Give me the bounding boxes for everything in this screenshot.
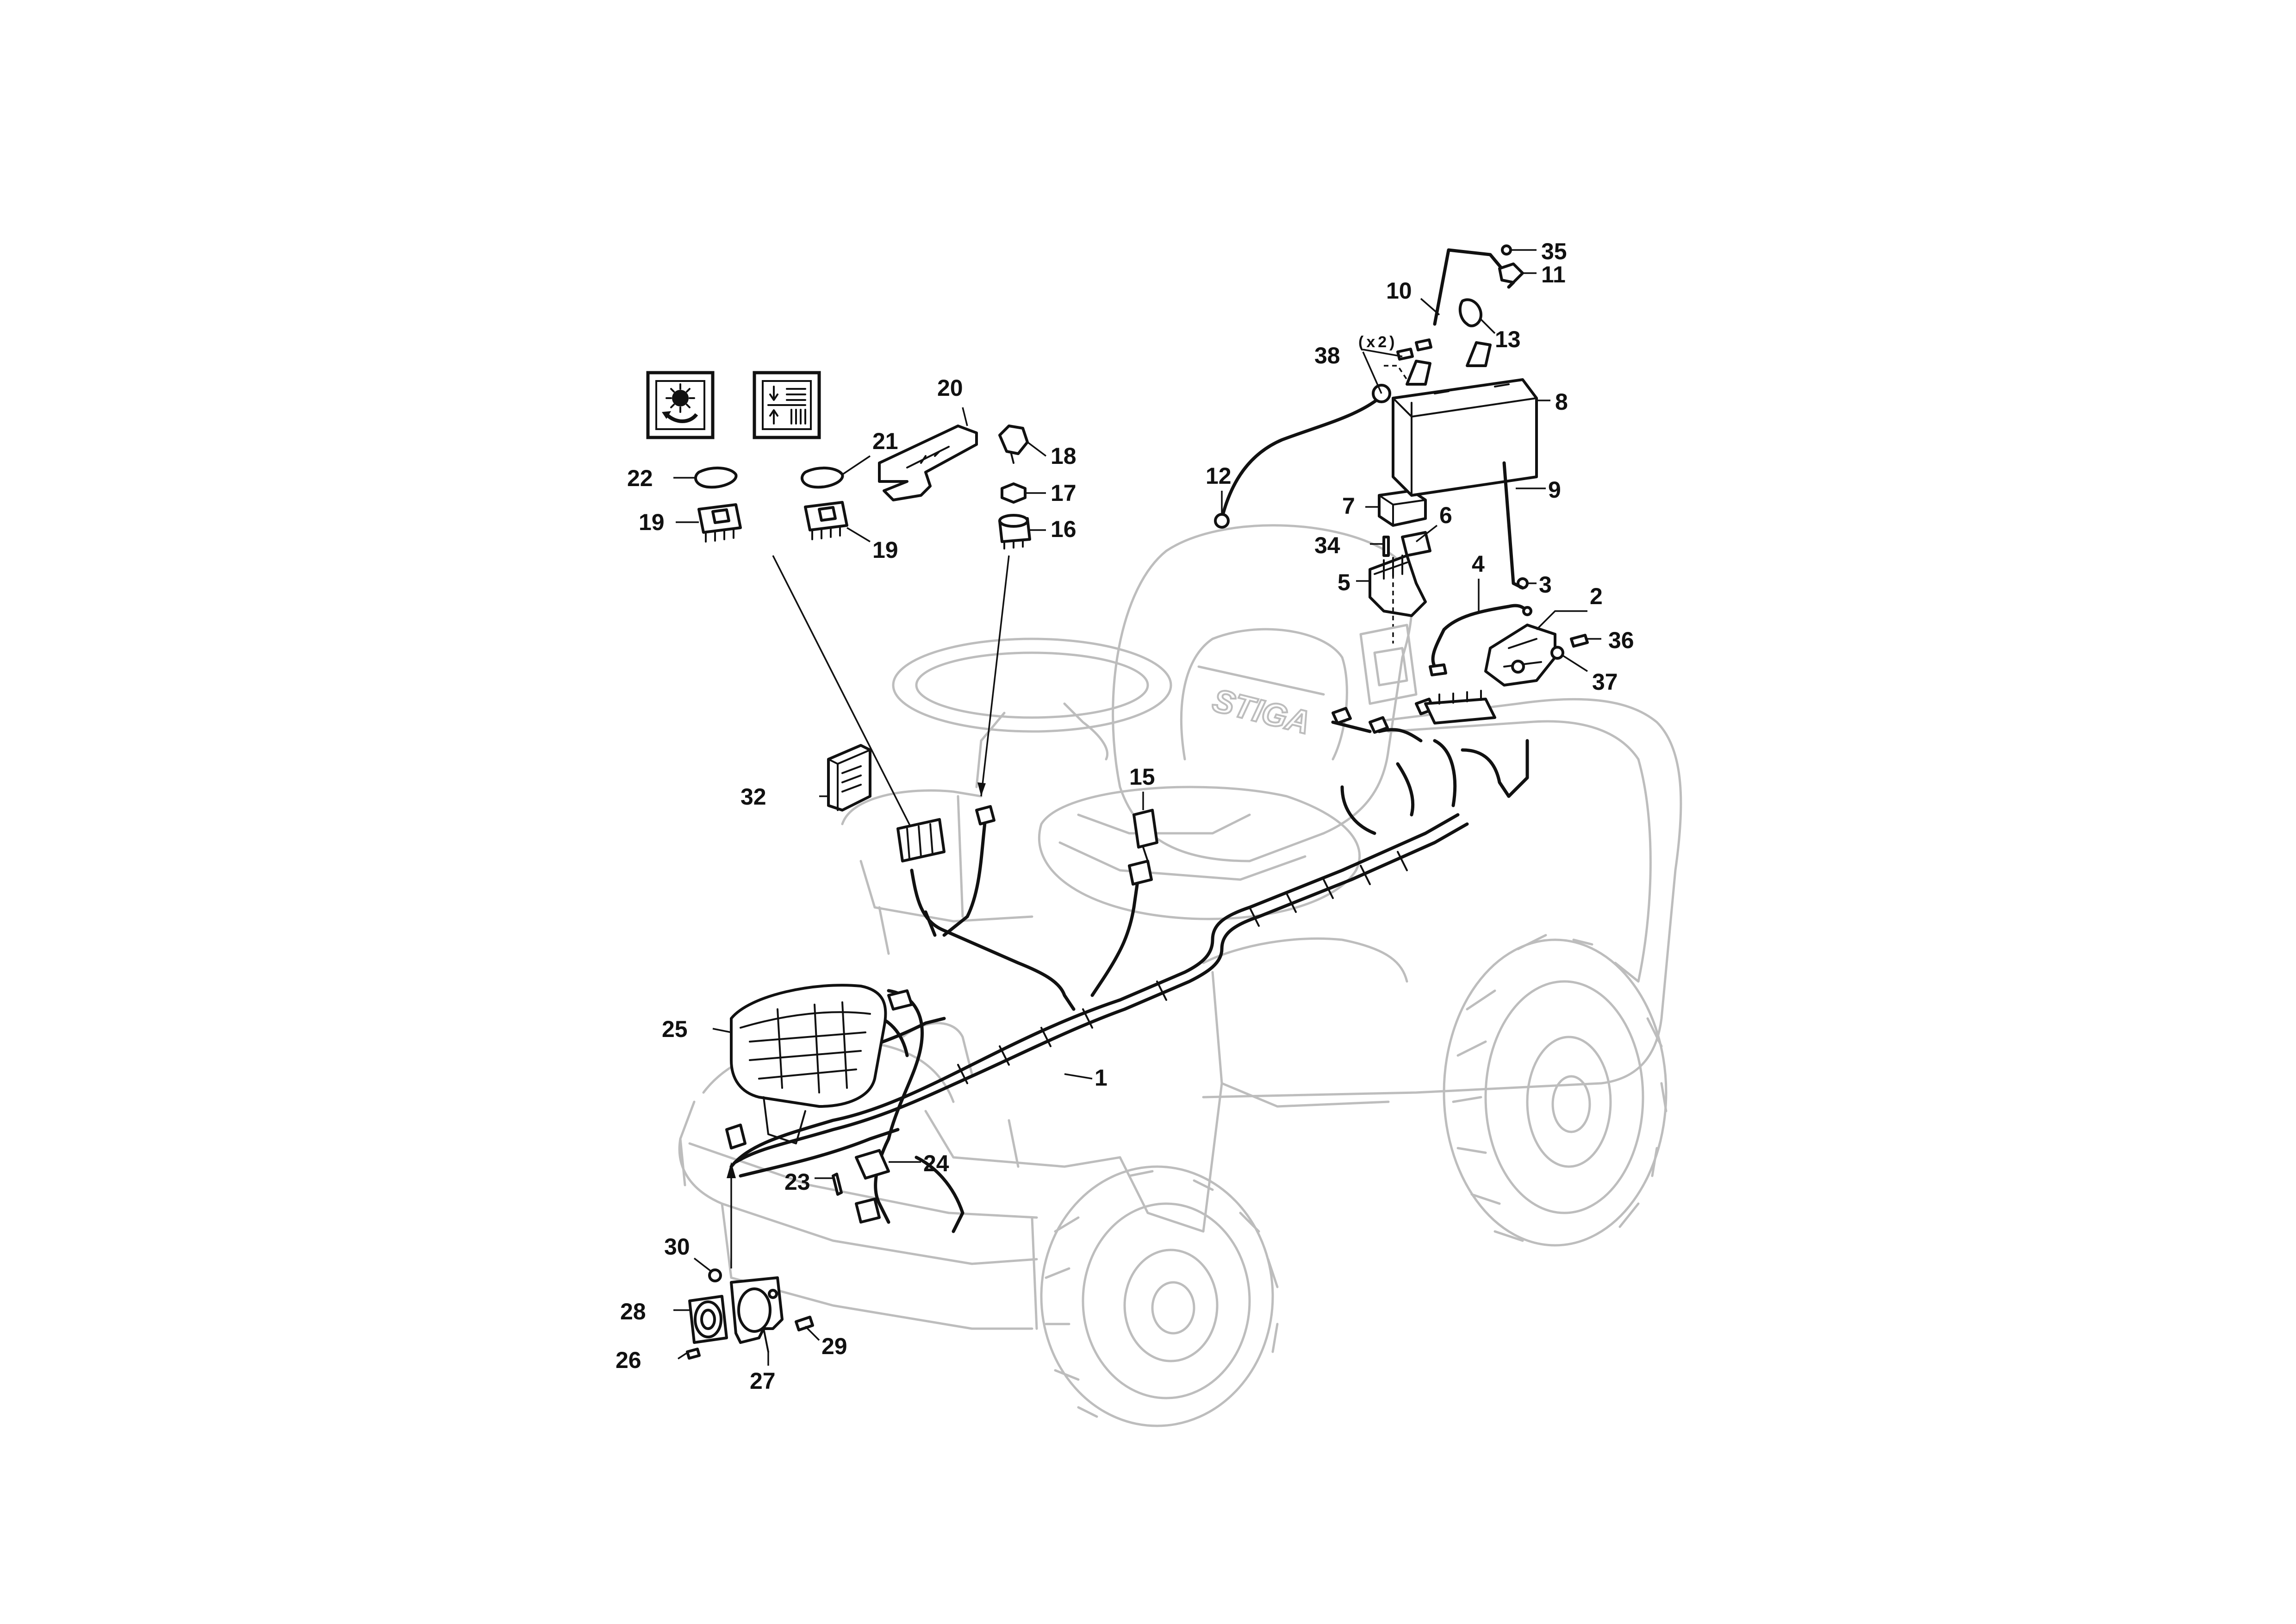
- callout-leaders: [673, 249, 1601, 1366]
- part-18-key-switch-knob: [998, 425, 1029, 455]
- part-37-washer: [1550, 646, 1564, 660]
- callout-36: 36: [1608, 627, 1634, 653]
- callout-22: 22: [627, 465, 653, 491]
- part-35-washer: [1501, 244, 1512, 256]
- callout-29: 29: [821, 1333, 847, 1359]
- part-38-screw-b: [1415, 338, 1432, 351]
- part-20-ignition-key: [878, 425, 978, 501]
- pto-rotation-icon: [646, 371, 715, 439]
- wiring-harness: [729, 690, 1529, 1233]
- callout-3: 3: [1539, 572, 1552, 598]
- callout-23: 23: [784, 1169, 810, 1195]
- part-36-screw: [1570, 634, 1589, 648]
- main-harness-trunk: [729, 813, 1460, 1168]
- callout-37: 37: [1592, 669, 1618, 695]
- callout-27: 27: [750, 1368, 776, 1394]
- mower-ghost-outline: [678, 524, 1682, 1427]
- steering-wheel-outline: [892, 637, 1172, 733]
- callout-2: 2: [1590, 583, 1603, 609]
- callout-38: 38: [1314, 343, 1340, 369]
- part-13-terminal-cover: [1458, 298, 1482, 327]
- callout-numbers: 1 2 3 4 5 6 7 8 9 10 11 12 13 15 16 17 1…: [616, 238, 1634, 1394]
- callout-34: 34: [1314, 532, 1340, 558]
- part-6-relay: [1401, 531, 1431, 557]
- part-10-hold-rod: [1433, 248, 1515, 326]
- part-32-control-module: [827, 744, 871, 812]
- front-wheel-outline: [1040, 1165, 1279, 1427]
- part-28-socket: [688, 1295, 728, 1344]
- part-15-seat-switch: [1132, 809, 1158, 862]
- callout-26: 26: [616, 1347, 641, 1373]
- part-11-wing-nut: [1498, 262, 1524, 284]
- callout-17: 17: [1051, 480, 1076, 506]
- callout-20: 20: [937, 375, 963, 401]
- fuse-connector-block: [1424, 690, 1496, 725]
- callout-5: 5: [1338, 569, 1350, 595]
- callout-16: 16: [1051, 516, 1076, 542]
- seat-brand-logo: STIGA: [1209, 682, 1314, 741]
- callout-19-right: 19: [872, 537, 898, 563]
- part-21-button-cap: [800, 466, 844, 489]
- arrow-ignition-to-dash: [980, 555, 1010, 797]
- callout-35: 35: [1541, 238, 1567, 264]
- part-23-screw: [832, 1173, 843, 1196]
- part-7-cover: [1378, 489, 1427, 527]
- part-19-switch-right: [804, 501, 848, 540]
- callout-7: 7: [1342, 493, 1355, 519]
- callout-13: 13: [1495, 326, 1521, 352]
- multiplier-note: (x2): [1358, 333, 1397, 351]
- dash-switch-connectors: [896, 818, 946, 862]
- callout-11: 11: [1541, 262, 1566, 287]
- part-17-nut: [1001, 482, 1027, 504]
- callout-6: 6: [1439, 502, 1452, 528]
- part-8-battery: [1392, 341, 1538, 497]
- callout-28: 28: [620, 1299, 646, 1324]
- rear-body-outline: [1202, 698, 1682, 1099]
- part-38-screw-a: [1396, 348, 1414, 361]
- part-4-cable: [1431, 604, 1529, 668]
- callout-1: 1: [1095, 1065, 1108, 1091]
- callout-24: 24: [923, 1150, 949, 1176]
- part-25-engine-unit: [730, 984, 887, 1144]
- part-34-screw: [1382, 536, 1390, 557]
- part-2-mounting-bracket: [1484, 624, 1556, 687]
- part-19-switch-left: [697, 503, 742, 543]
- callout-12: 12: [1206, 463, 1232, 489]
- cutting-height-icon: [753, 371, 821, 439]
- callout-4: 4: [1472, 551, 1485, 577]
- part-29-screw: [795, 1316, 814, 1331]
- callout-18: 18: [1051, 443, 1076, 469]
- callout-10: 10: [1386, 278, 1412, 304]
- part-26-screw: [686, 1348, 701, 1360]
- part-24-relay: [855, 1149, 890, 1224]
- arrow-switch-to-dash: [772, 555, 922, 848]
- callout-19-left: 19: [639, 509, 665, 535]
- callout-9: 9: [1548, 477, 1561, 503]
- callout-21: 21: [872, 428, 898, 454]
- rear-wheel-outline: [1443, 934, 1668, 1247]
- part-22-button-cap: [694, 466, 738, 489]
- callout-25: 25: [662, 1016, 688, 1042]
- part-30-nut: [708, 1268, 722, 1282]
- part-9-strap-rod: [1502, 461, 1524, 590]
- part-27-bracket: [730, 1276, 784, 1353]
- callout-8: 8: [1555, 389, 1568, 415]
- callout-30: 30: [664, 1234, 690, 1260]
- part-16-ignition-switch: [998, 514, 1031, 550]
- callout-15: 15: [1129, 764, 1155, 790]
- part-5-relay-bracket: [1369, 554, 1427, 617]
- callout-32: 32: [740, 784, 766, 810]
- part-12-battery-cable: [1220, 396, 1381, 520]
